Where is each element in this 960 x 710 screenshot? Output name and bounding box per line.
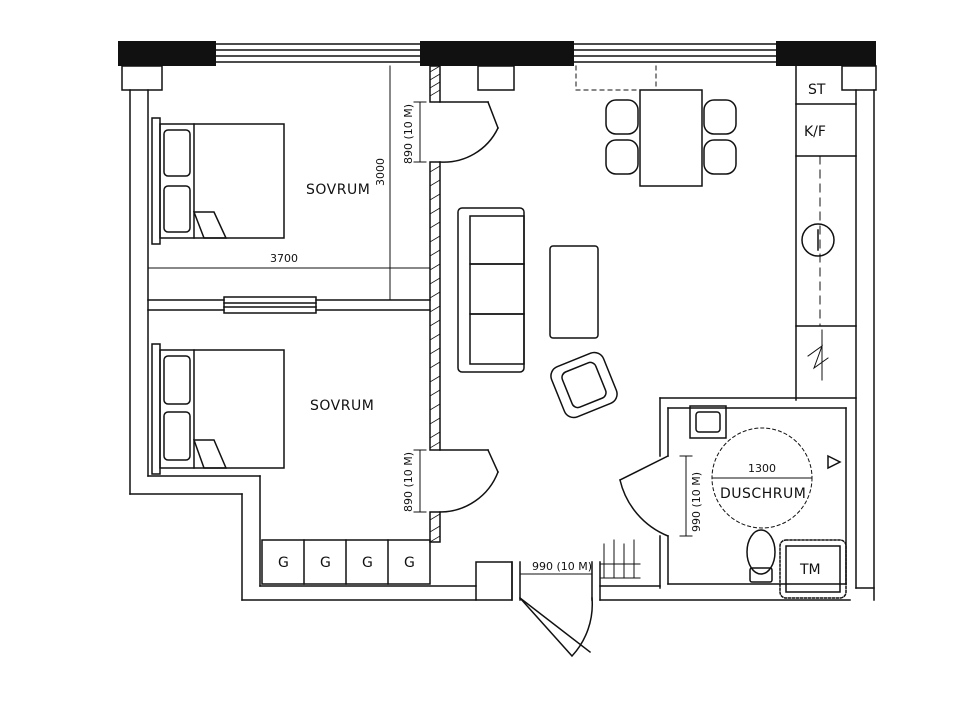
wardrobe-label: G — [404, 555, 415, 571]
exterior-wall-top — [118, 41, 877, 91]
coffee-table — [549, 245, 599, 339]
washbasin — [689, 405, 727, 439]
bedroom-bottom-label: SOVRUM — [310, 398, 374, 414]
wardrobe-label: G — [278, 555, 289, 571]
bedroom-bottom-door[interactable] — [439, 449, 499, 513]
sofa — [457, 207, 525, 373]
shower-room-door[interactable] — [618, 454, 670, 537]
entrance — [475, 561, 601, 601]
kitchen-counter — [795, 65, 857, 401]
shower-room-label: DUSCHRUM — [720, 486, 806, 502]
washer-dryer-label: TM — [799, 562, 821, 578]
storage-label: ST — [808, 82, 826, 98]
wardrobe-label: G — [320, 555, 331, 571]
bedroom-top-label: SOVRUM — [306, 182, 370, 198]
wall-hatching — [429, 65, 441, 543]
bed-bottom — [151, 343, 285, 475]
exterior-walls — [129, 89, 875, 601]
washing-machine — [779, 539, 847, 599]
wardrobe-label: G — [362, 555, 373, 571]
armchair — [550, 351, 618, 419]
room-depth-dimension: 3000 — [374, 158, 387, 186]
bedroom-bottom-door-dimension: 890 (10 M) — [402, 452, 415, 512]
dimension-lines — [147, 65, 693, 575]
entrance-door[interactable] — [518, 596, 594, 658]
sink — [801, 223, 835, 257]
bedroom-top-door[interactable] — [439, 101, 500, 163]
wardrobes — [261, 539, 431, 585]
bedroom-partition-walls — [147, 65, 441, 543]
fridge-freezer-label: K/F — [804, 124, 826, 140]
bed-top — [151, 117, 285, 245]
shower-door-dimension: 990 (10 M) — [690, 472, 703, 532]
toilet — [746, 529, 776, 583]
dining-table — [575, 65, 737, 187]
room-width-dimension: 3700 — [270, 252, 298, 265]
bedroom-top-door-dimension: 890 (10 M) — [402, 104, 415, 164]
turning-circle-dimension: 1300 — [748, 462, 776, 475]
entrance-door-dimension: 990 (10 M) — [532, 560, 592, 573]
coat-rack — [599, 539, 641, 579]
